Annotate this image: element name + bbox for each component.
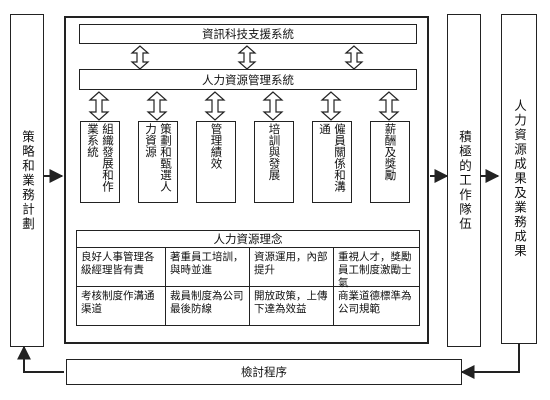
strategy-plan-box: 策略和業務計劃 <box>10 14 44 347</box>
hr-func-arrow-6 <box>378 91 400 121</box>
review-process-box: 檢討程序 <box>66 359 462 385</box>
function-box-org-development: 組織發展和作業系統 <box>80 121 120 203</box>
teamwork-label: 積極的工作隊伍 <box>457 129 472 232</box>
function-label-training: 培訓與發展 <box>267 123 282 181</box>
hr-concept-table: 人力資源理念 良好人事管理各級經理皆有責 著重員工培訓，與時並進 資源運用，內部… <box>76 230 420 326</box>
it-support-system-box: 資訊科技支援系統 <box>79 24 417 44</box>
teamwork-box: 積極的工作隊伍 <box>447 14 481 347</box>
function-box-compensation: 薪酬及獎勵 <box>370 121 410 203</box>
function-label-employee-relations: 僱員關係和溝通 <box>318 123 347 192</box>
strategy-plan-label: 策略和業務計劃 <box>20 129 35 232</box>
hr-management-system-box: 人力資源管理系統 <box>79 69 417 90</box>
hr-business-result-box: 人力資源成果及業務成果 <box>501 14 537 344</box>
hr-func-arrow-3 <box>204 91 226 121</box>
function-box-training: 培訓與發展 <box>254 121 294 203</box>
concept-cell-2: 著重員工培訓，與時並進 <box>170 251 244 276</box>
hr-management-system-label: 人力資源管理系統 <box>202 72 294 87</box>
function-label-compensation: 薪酬及獎勵 <box>383 123 398 181</box>
function-box-employee-relations: 僱員關係和溝通 <box>312 121 352 203</box>
function-box-performance: 管理績效 <box>196 121 236 203</box>
function-box-recruitment: 策劃和甄選人力資源 <box>138 121 178 203</box>
concept-cell-1: 良好人事管理各級經理皆有責 <box>81 251 155 276</box>
concept-cell-8: 商業道德標準為公司規範 <box>338 290 412 315</box>
it-support-system-label: 資訊科技支援系統 <box>202 27 294 41</box>
hr-func-arrow-5 <box>320 91 342 121</box>
hr-func-arrow-1 <box>88 91 110 121</box>
concept-cell-4: 重視人才，獎勵員工制度激勵士氣 <box>338 251 412 289</box>
it-hr-double-arrow-2 <box>237 45 257 70</box>
hr-func-arrow-2 <box>146 91 168 121</box>
concept-cell-6: 裁員制度為公司最後防線 <box>170 290 244 315</box>
it-hr-double-arrow-3 <box>344 45 364 70</box>
concept-cell-3: 資源運用，內部提升 <box>254 251 328 276</box>
hr-business-result-label: 人力資源成果及業務成果 <box>512 99 527 259</box>
hr-func-arrow-4 <box>262 91 284 121</box>
function-label-performance: 管理績效 <box>209 123 224 169</box>
arrow-result-to-review <box>460 344 520 379</box>
concept-cell-7: 開放政策，上傳下達為效益 <box>254 290 328 315</box>
concept-row-divider <box>77 286 419 287</box>
function-label-recruitment: 策劃和甄選人力資源 <box>144 123 173 192</box>
function-label-org-development: 組織發展和作業系統 <box>86 123 115 192</box>
it-hr-double-arrow-1 <box>130 45 150 70</box>
concept-cell-5: 考核制度作溝通渠道 <box>81 290 155 315</box>
review-process-label: 檢討程序 <box>241 365 287 379</box>
hr-concept-title: 人力資源理念 <box>77 231 419 248</box>
arrow-review-to-plan <box>17 345 64 373</box>
